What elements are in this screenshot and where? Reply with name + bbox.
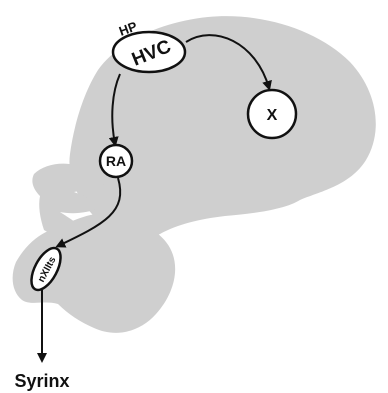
x-label: X [267,107,278,124]
syrinx-label: Syrinx [14,371,69,391]
ra-label: RA [106,153,126,169]
brain-silhouette [13,16,376,333]
